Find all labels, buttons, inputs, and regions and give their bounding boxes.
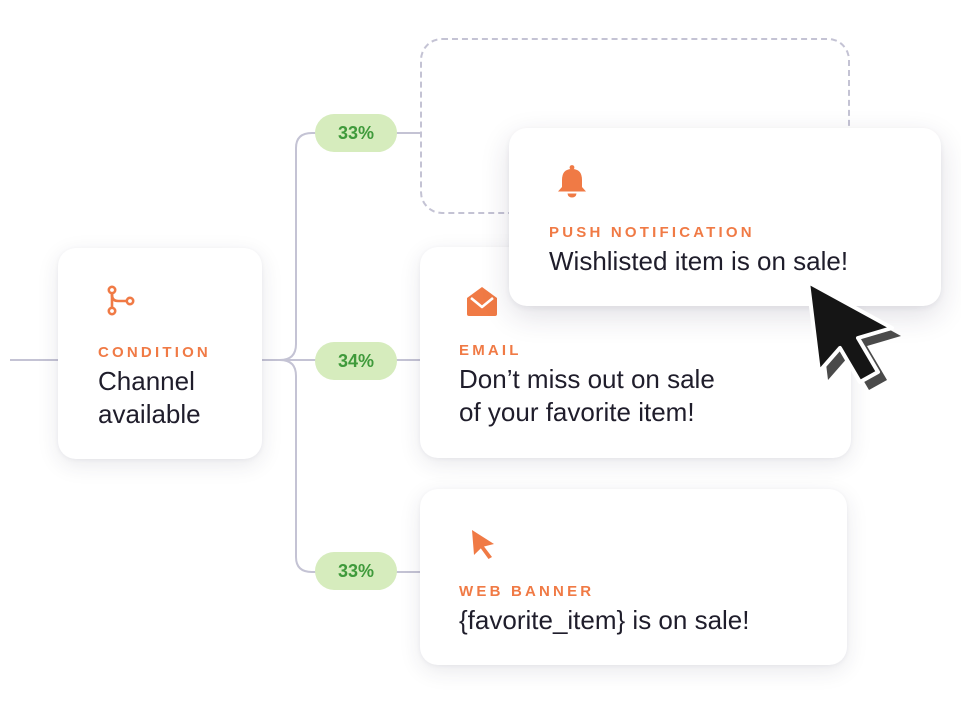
bell-icon bbox=[558, 165, 586, 198]
push-title: Wishlisted item is on sale! bbox=[549, 246, 849, 276]
branch-icon bbox=[107, 285, 135, 316]
web-banner-card[interactable]: WEB BANNER {favorite_item} is on sale! bbox=[420, 489, 847, 665]
push-tag: PUSH NOTIFICATION bbox=[549, 224, 755, 241]
branch-percent-middle: 34% bbox=[315, 342, 397, 380]
branch-percent-bottom: 33% bbox=[315, 552, 397, 590]
email-title-line2: of your favorite item! bbox=[459, 397, 695, 427]
condition-title-line1: Channel bbox=[98, 366, 195, 396]
push-notification-card[interactable]: PUSH NOTIFICATION Wishlisted item is on … bbox=[509, 128, 941, 306]
envelope-icon bbox=[467, 287, 497, 316]
web-banner-tag: WEB BANNER bbox=[459, 583, 595, 600]
condition-title-line2: available bbox=[98, 399, 201, 429]
email-title-line1: Don’t miss out on sale bbox=[459, 364, 715, 394]
email-tag: EMAIL bbox=[459, 342, 522, 359]
branch-percent-top: 33% bbox=[315, 114, 397, 152]
condition-card[interactable]: CONDITION Channel available bbox=[58, 248, 262, 459]
branch-connector-bottom bbox=[279, 359, 420, 573]
web-banner-title: {favorite_item} is on sale! bbox=[459, 605, 750, 635]
branch-connector-top bbox=[262, 132, 420, 361]
pointer-icon bbox=[472, 530, 494, 559]
condition-tag: CONDITION bbox=[98, 344, 211, 361]
mouse-cursor-icon bbox=[806, 280, 901, 390]
